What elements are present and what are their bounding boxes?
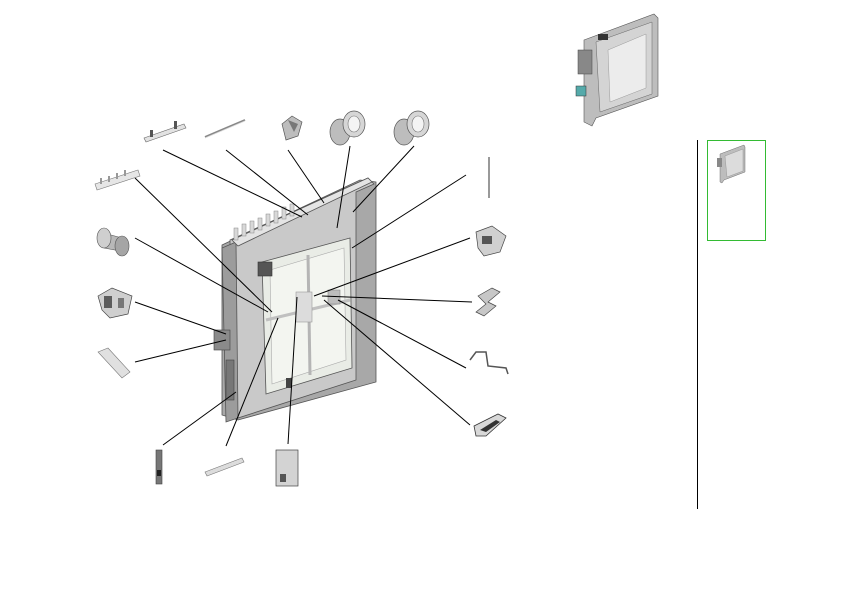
thin-pin-icon [204, 119, 246, 139]
slotted-rod-icon [143, 121, 187, 143]
pin-bar-icon [204, 457, 245, 477]
lever-arm-icon [473, 413, 507, 437]
bushing-icon [329, 110, 366, 146]
roller-icon [96, 227, 130, 257]
strip-rod-icon [155, 449, 163, 485]
comb-guide-icon [94, 169, 141, 191]
spring-plate-icon [97, 347, 131, 379]
bracket-icon [97, 287, 133, 319]
connector-icon [475, 225, 507, 257]
printer-side-overview-icon [575, 13, 659, 127]
right-side-cover-assembly-icon [213, 177, 377, 423]
wire-link-icon [469, 351, 509, 375]
bushing-icon [393, 110, 430, 146]
plate-cover-icon [275, 449, 299, 487]
leader-lines [134, 145, 473, 447]
flat-spring-icon [475, 287, 501, 317]
assembly-thumbnail-icon [717, 144, 746, 184]
thumbnail-highlight-box[interactable] [707, 140, 766, 241]
latch-clip-icon [281, 115, 303, 141]
